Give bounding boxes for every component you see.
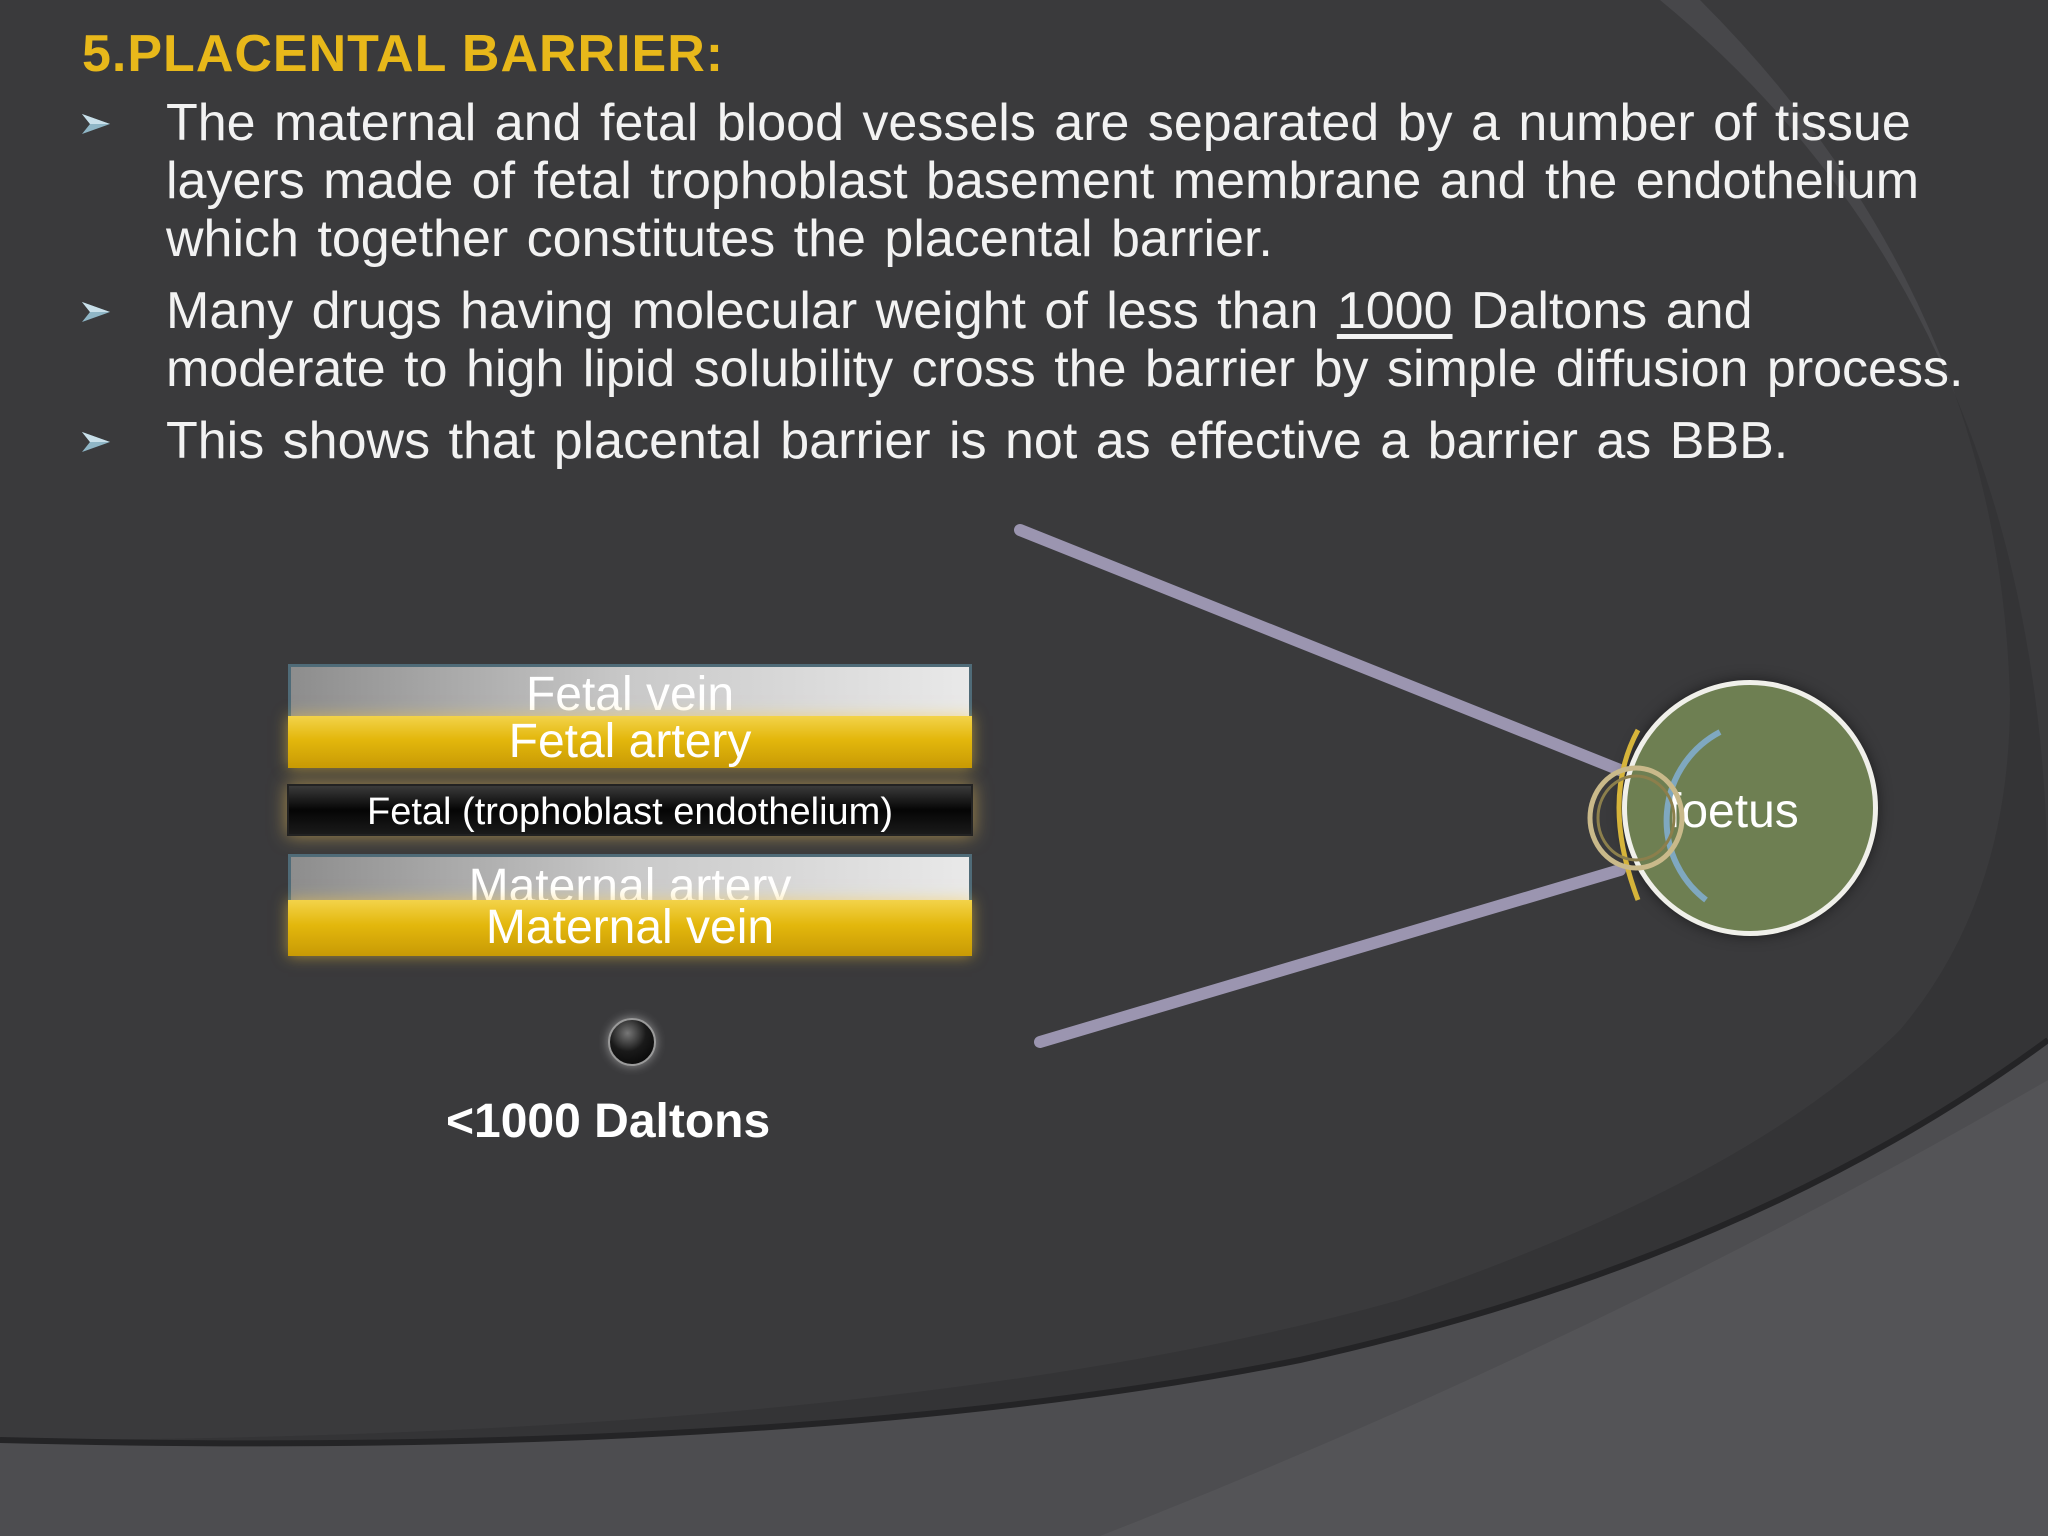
bullet-text: Many drugs having molecular weight of le… (166, 282, 1337, 340)
fetal-artery-layer: Fetal artery (288, 716, 972, 768)
slide-title: 5.PLACENTAL BARRIER: (82, 25, 725, 83)
arrow-bullet-icon (82, 114, 110, 134)
molecule-icon (608, 1018, 656, 1066)
arrow-bullet-icon (82, 432, 110, 452)
bullet-text: This shows that placental barrier is not… (166, 412, 1789, 470)
fetal-trophoblast-layer: Fetal (trophoblast endothelium) (287, 784, 973, 836)
bullet-item: The maternal and fetal blood vessels are… (80, 94, 1980, 268)
fetal-vein-layer: Fetal vein (288, 664, 972, 721)
molecule-weight-label: <1000 Daltons (446, 1095, 771, 1148)
bullet-list: The maternal and fetal blood vessels are… (80, 94, 1980, 484)
underlined-value: 1000 (1336, 282, 1453, 340)
bullet-item: Many drugs having molecular weight of le… (80, 282, 1980, 398)
foetus-label: foetus (1668, 785, 1799, 838)
bullet-item: This shows that placental barrier is not… (80, 412, 1980, 470)
bullet-text: The maternal and fetal blood vessels are… (166, 94, 1920, 268)
maternal-vein-layer: Maternal vein (288, 900, 972, 956)
bullet-text-continued: Daltons and moderate to high lipid solub… (166, 282, 1964, 398)
maternal-artery-layer: Maternal artery (288, 854, 972, 900)
arrow-bullet-icon (82, 302, 110, 322)
